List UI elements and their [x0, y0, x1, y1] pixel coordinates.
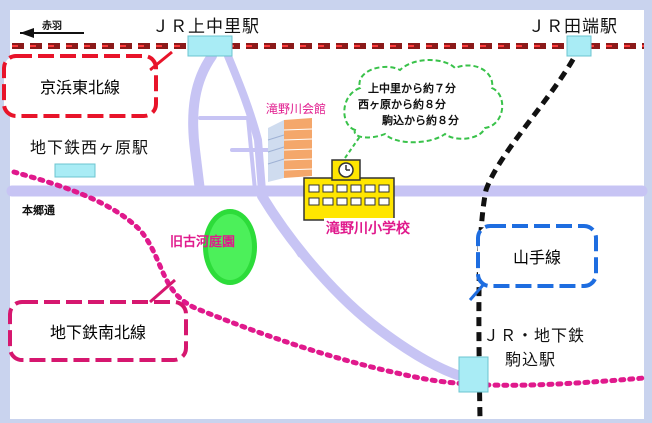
side-street-1: [198, 116, 257, 192]
namboku-track: [11, 169, 647, 388]
komagome-station-label-line2: 駒込駅: [505, 350, 557, 369]
access-time-kaminakazato: 上中里から約７分: [368, 82, 456, 95]
namboku-pointer: [149, 278, 176, 304]
access-time-nishigahara: 西ヶ原から約８分: [358, 98, 446, 111]
access-time-komagome: 駒込から約８分: [382, 114, 459, 127]
takinogawa-kaikan-label: 滝野川会館: [266, 102, 327, 116]
nishigahara-station-label: 地下鉄西ヶ原駅: [30, 138, 150, 157]
keihin-tohoku-line-label: 京浜東北線: [10, 62, 150, 110]
nishigahara-station-marker: [54, 163, 96, 178]
arrow-left-icon: [20, 28, 84, 38]
side-street-3: [259, 193, 303, 258]
komagome-station-marker: [458, 356, 489, 393]
hongo-dori-label: 本郷通: [22, 204, 55, 217]
kaminakazato-station-label: ＪＲ上中里駅: [152, 17, 260, 37]
tabata-station-marker: [566, 35, 592, 57]
school-building-icon: [303, 159, 395, 221]
tabata-station-label: ＪＲ田端駅: [528, 17, 618, 37]
road-from-kaminakazato: [188, 51, 217, 196]
keihin-tohoku-pointer: [149, 50, 173, 72]
kaminakazato-station-marker: [187, 35, 233, 57]
garden-inner: [208, 214, 252, 280]
direction-label: 赤羽: [42, 21, 62, 32]
kyu-furukawa-garden-label: 旧古河庭園: [170, 235, 236, 250]
takinogawa-elementary-label: 滝野川小学校: [324, 218, 412, 238]
yamanote-line-label: 山手線: [484, 232, 590, 280]
yamanote-track: [476, 44, 583, 420]
namboku-line-label: 地下鉄南北線: [16, 308, 180, 354]
access-time-bubble: [343, 59, 504, 159]
hall-building-icon: [267, 118, 313, 182]
yamanote-pointer: [468, 283, 486, 301]
komagome-station-label-line1: ＪＲ・地下鉄: [483, 326, 586, 345]
road-to-hall: [224, 52, 266, 195]
